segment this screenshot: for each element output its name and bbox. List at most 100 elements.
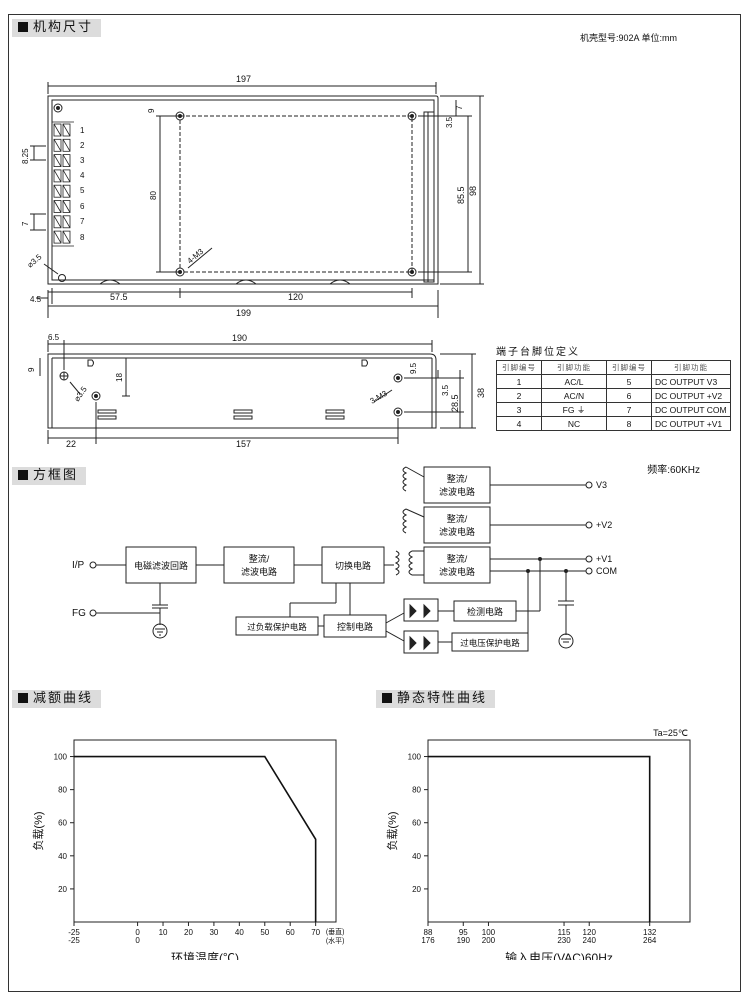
dim-38: 38 [476, 388, 486, 398]
dim-3.5-top: 3.5 [445, 116, 454, 128]
dim-side-3.5: 3.5 [441, 384, 450, 396]
x-tick-label: 120 [583, 928, 597, 937]
terminal-numbers: 1 2 3 4 5 6 7 8 [80, 126, 85, 242]
x-tick-label: -25 [68, 928, 80, 937]
top-view-labels: 197 9 7 3.5 8.25 80 85.5 98 7 4-M3 ⌀3.5 … [21, 74, 478, 318]
dim-80: 80 [149, 191, 158, 200]
pin-table-title: 端子台脚位定义 [496, 347, 580, 358]
y-tick-label: 20 [412, 885, 421, 894]
section-header-dimensions: 机构尺寸 [12, 19, 102, 37]
x-tick-label-secondary: 0 [135, 936, 140, 945]
y-tick-label: 60 [58, 819, 67, 828]
dim-9: 9 [147, 108, 156, 113]
y-tick-label: 40 [412, 852, 421, 861]
y-axis-label: 负载(%) [385, 811, 399, 850]
dim-3-m3: 3-M3 [369, 389, 390, 406]
series-line [74, 755, 317, 922]
fg-label: FG [72, 608, 86, 619]
svg-text:1: 1 [80, 126, 85, 135]
x-axis-label: 环境温度(℃) [171, 950, 239, 960]
svg-text:2: 2 [80, 141, 85, 150]
emi-label: 电磁滤波回路 [134, 560, 188, 571]
rectifier-v1-box [423, 546, 491, 584]
series-line [428, 755, 651, 922]
svg-text:3: 3 [80, 156, 85, 165]
x-tick-label: 40 [235, 928, 244, 937]
x-tick-label: 20 [184, 928, 193, 937]
section-header-derating: 减额曲线 [12, 690, 102, 708]
dim-197: 197 [236, 74, 251, 84]
x-tick-label: 132 [643, 928, 657, 937]
dim-9.5: 9.5 [409, 362, 418, 374]
x-tick-label: 88 [424, 928, 433, 937]
dim-199: 199 [236, 308, 251, 318]
dim-7-top: 7 [455, 105, 464, 110]
rect1-label-b: 滤波电路 [241, 566, 277, 577]
out-com: COM [596, 566, 617, 576]
section-header-static: 静态特性曲线 [376, 690, 496, 708]
x-axis-label: 输入电压(VAC)60Hz [505, 950, 613, 960]
dim-28.5: 28.5 [450, 394, 460, 412]
x-tick-label-secondary: 200 [482, 936, 496, 945]
rect-v2-b: 滤波电路 [439, 526, 475, 537]
rectifier1-box [223, 546, 295, 584]
model-info: 机壳型号:902A 单位:mm [580, 33, 678, 43]
x-tick-label: 60 [286, 928, 295, 937]
rect-v3-b: 滤波电路 [439, 486, 475, 497]
x-tick-label: 115 [558, 928, 571, 937]
svg-text:7: 7 [80, 217, 85, 226]
dim-4-m3: 4-M3 [186, 247, 206, 266]
rect-v2-a: 整流/ [447, 513, 468, 524]
y-axis-label: 负载(%) [31, 811, 45, 850]
dim-157: 157 [236, 439, 251, 449]
side-view-labels: 6.5 190 9 18 ⌀3.5 3-M3 9.5 3.5 28.5 38 2… [27, 333, 486, 449]
input-label: I/P [72, 560, 85, 571]
rect-v3-a: 整流/ [447, 473, 468, 484]
block-diagram: 频率:60KHz I/P FG 电磁滤波回路 整流/ 滤波电路 切换电路 整流/… [72, 463, 700, 654]
x-tick-label-secondary: -25 [68, 936, 80, 945]
rect1-label-a: 整流/ [249, 553, 270, 564]
side-view-drawing [39, 340, 476, 444]
ovp-label: 过电压保护电路 [460, 638, 520, 648]
y-tick-label: 100 [54, 753, 68, 762]
svg-text:5: 5 [80, 186, 85, 195]
dim-18: 18 [115, 373, 124, 382]
dim-6.5: 6.5 [48, 333, 60, 342]
axis-note-horizontal: (水平) [326, 936, 345, 945]
x-tick-label-secondary: 190 [457, 936, 471, 945]
x-tick-label-secondary: 240 [583, 936, 597, 945]
plot-area [427, 739, 691, 923]
svg-text:6: 6 [80, 202, 85, 211]
pin-header-no1: 引脚编号 [496, 360, 542, 375]
pin-header-fn1: 引脚功能 [541, 360, 607, 375]
out-v1: +V1 [596, 554, 612, 564]
y-tick-label: 80 [58, 786, 67, 795]
freq-label: 频率:60KHz [647, 463, 700, 476]
dim-22: 22 [66, 439, 76, 449]
olp-label: 过负载保护电路 [247, 622, 307, 632]
rect-v1-a: 整流/ [447, 553, 468, 564]
rectifier-v2-box [423, 506, 491, 544]
x-tick-label: 95 [459, 928, 468, 937]
out-v3: V3 [596, 480, 607, 490]
x-tick-label-secondary: 230 [557, 936, 571, 945]
switch-label: 切换电路 [335, 560, 371, 571]
ambient-temp-label: Ta=25℃ [653, 728, 688, 738]
dim-side-hole: ⌀3.5 [72, 384, 89, 403]
svg-text:8: 8 [80, 233, 85, 242]
top-view-drawing [30, 82, 484, 318]
document-frame [8, 14, 741, 992]
x-tick-label: 50 [260, 928, 269, 937]
y-tick-label: 40 [58, 852, 67, 861]
x-tick-label: 100 [482, 928, 496, 937]
section-header-block-diagram: 方框图 [12, 467, 87, 485]
pin-header-no2: 引脚编号 [606, 360, 652, 375]
y-tick-label: 60 [412, 819, 421, 828]
control-label: 控制电路 [337, 621, 373, 632]
dim-8.25: 8.25 [21, 148, 30, 164]
